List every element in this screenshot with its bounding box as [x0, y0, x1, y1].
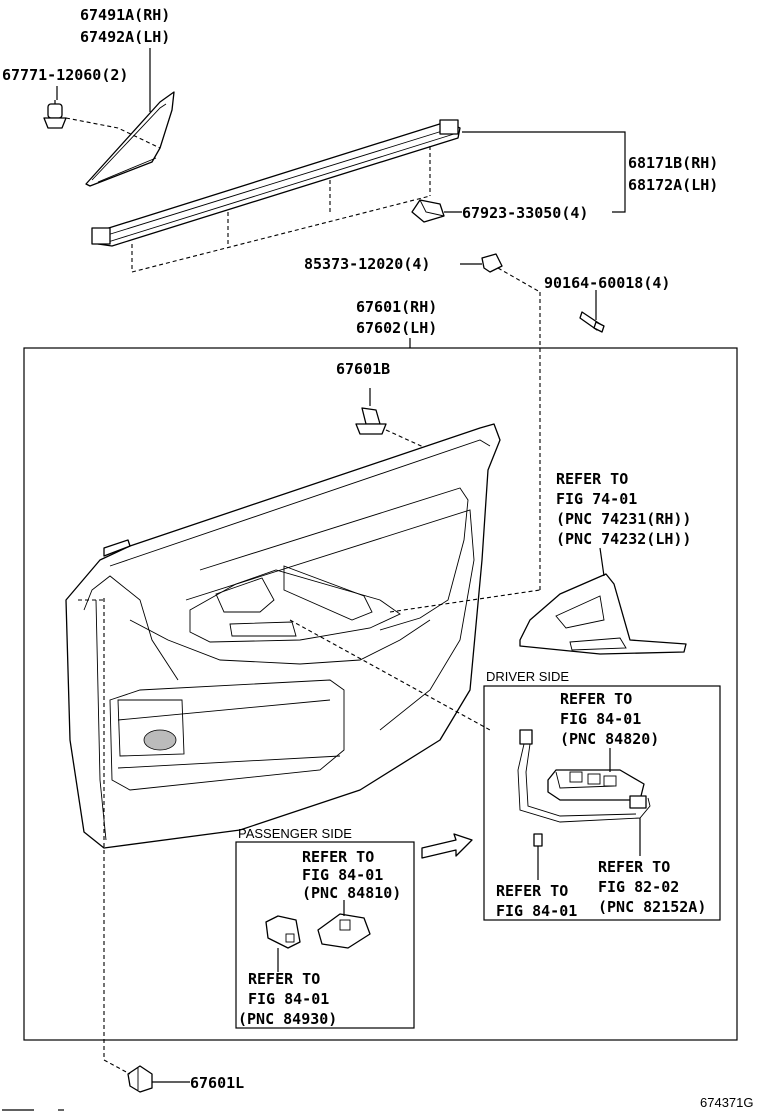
ref-74-line1: REFER TO [556, 470, 629, 488]
figure-id: 674371G [700, 1095, 754, 1110]
screw-90164-part[interactable] [579, 311, 605, 333]
clip-67923-part[interactable] [411, 199, 445, 223]
passenger-side-box [235, 841, 415, 1029]
label-67491a[interactable]: 67491A(RH) [80, 6, 171, 24]
assembly-frame [23, 347, 738, 1041]
ref-84820-line1: REFER TO [560, 690, 633, 708]
ref-84820-line2[interactable]: FIG 84-01 [560, 710, 642, 728]
driver-screw-part[interactable] [533, 833, 543, 856]
ref-84810-line3: (PNC 84810) [302, 884, 402, 902]
ref-74-line2[interactable]: FIG 74-01 [556, 490, 638, 508]
ref-84b-line1: REFER TO [496, 882, 569, 900]
clip-85373-part[interactable] [481, 253, 503, 273]
label-67923[interactable]: 67923-33050(4) [462, 204, 589, 222]
ref-84930-line1: REFER TO [248, 970, 321, 988]
label-68172a[interactable]: 68172A(LH) [628, 176, 719, 194]
ref-84930-line2[interactable]: FIG 84-01 [248, 990, 330, 1008]
speaker-grille-icon [143, 729, 177, 751]
label-67601-rh[interactable]: 67601(RH) [356, 298, 438, 316]
ref-82-line2[interactable]: FIG 82-02 [598, 878, 680, 896]
ref-84810-line1: REFER TO [302, 848, 375, 866]
window-switch-bezel-part[interactable] [519, 573, 687, 655]
clip-67601l-part[interactable] [127, 1065, 153, 1093]
driver-switch-part[interactable] [547, 769, 645, 801]
ref-84810-line2[interactable]: FIG 84-01 [302, 866, 384, 884]
belt-moulding-part[interactable] [91, 119, 461, 247]
door-trim-panel-part[interactable] [65, 423, 501, 849]
arrow-icon [421, 833, 473, 859]
ref-82-line3: (PNC 82152A) [598, 898, 707, 916]
ref-74-line4: (PNC 74232(LH)) [556, 530, 692, 548]
ref-82-line1: REFER TO [598, 858, 671, 876]
passenger-side-caption: PASSENGER SIDE [238, 826, 352, 841]
ref-84b-line2[interactable]: FIG 84-01 [496, 902, 578, 920]
clip-67771-part[interactable] [43, 100, 67, 129]
clip-67601b-part[interactable] [355, 407, 387, 435]
passenger-switch-b-part[interactable] [317, 913, 371, 949]
corner-trim-part[interactable] [85, 91, 175, 187]
ref-74-line3: (PNC 74231(RH)) [556, 510, 692, 528]
ref-84930-line3: (PNC 84930) [238, 1010, 338, 1028]
label-85373[interactable]: 85373-12020(4) [304, 255, 431, 273]
label-67601l[interactable]: 67601L [190, 1074, 245, 1092]
ref-84820-line3: (PNC 84820) [560, 730, 660, 748]
passenger-switch-a-part[interactable] [265, 915, 301, 949]
harness-connector-part[interactable] [517, 729, 651, 823]
label-67492a[interactable]: 67492A(LH) [80, 28, 171, 46]
label-90164[interactable]: 90164-60018(4) [544, 274, 671, 292]
driver-side-box [483, 685, 721, 921]
label-67602-lh[interactable]: 67602(LH) [356, 319, 438, 337]
label-68171b[interactable]: 68171B(RH) [628, 154, 719, 172]
label-67771[interactable]: 67771-12060(2) [2, 66, 129, 84]
label-67601b[interactable]: 67601B [336, 360, 391, 378]
driver-side-caption: DRIVER SIDE [486, 669, 570, 684]
